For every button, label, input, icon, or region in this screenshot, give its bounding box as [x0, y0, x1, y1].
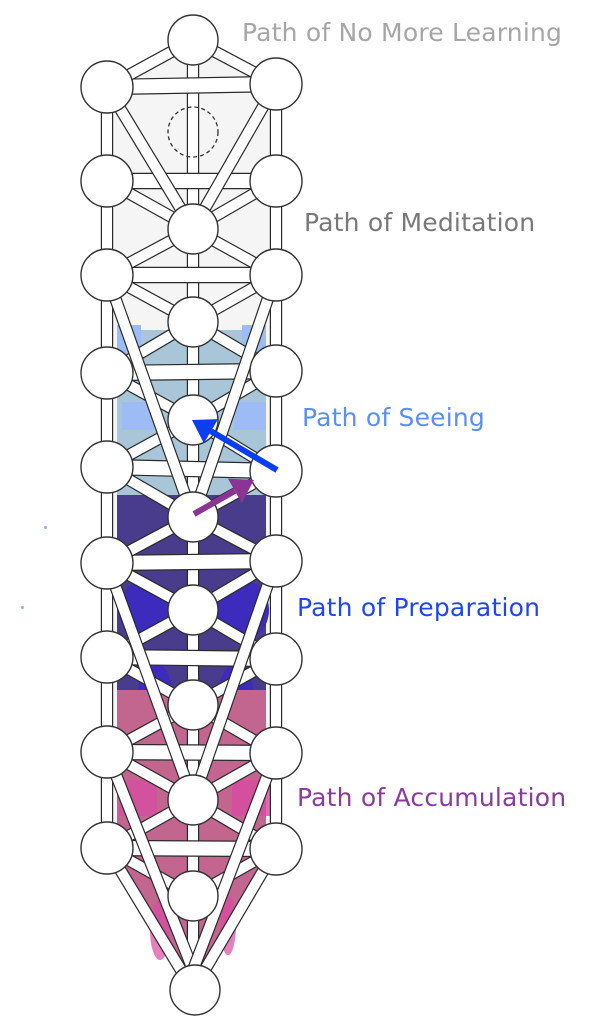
node-center	[167, 491, 219, 543]
channel	[106, 554, 277, 570]
channel	[188, 273, 281, 519]
node-right	[249, 632, 303, 686]
node-center	[167, 870, 219, 922]
channel	[106, 745, 277, 760]
label-path-of-no-more-learning: Path of No More Learning	[242, 18, 563, 47]
stray-dot	[21, 606, 24, 609]
channel	[106, 77, 277, 94]
channel	[102, 273, 198, 519]
arrow-shaft	[209, 428, 279, 473]
label-path-of-seeing: Path of Seeing	[302, 403, 486, 432]
node-left	[80, 725, 134, 779]
node-center	[167, 14, 219, 66]
node-center	[169, 964, 221, 1016]
stray-dot	[44, 526, 47, 529]
channel	[188, 559, 281, 802]
node-left	[80, 248, 134, 302]
node-left	[80, 60, 134, 114]
label-path-of-meditation: Path of Meditation	[304, 208, 536, 237]
channel	[106, 841, 277, 856]
channel	[188, 81, 281, 232]
channel	[102, 845, 198, 993]
channel	[106, 460, 277, 478]
node-right	[249, 822, 303, 876]
node-left	[80, 630, 134, 684]
hidden-node	[167, 106, 219, 158]
node-right	[249, 57, 303, 111]
node-left	[80, 440, 134, 494]
channel	[188, 846, 281, 993]
node-left	[80, 154, 134, 208]
arrow-head	[192, 419, 219, 444]
blue-arrow	[192, 419, 279, 473]
node-center	[167, 203, 219, 255]
channel	[188, 751, 281, 972]
channel	[102, 750, 198, 972]
node-center	[167, 296, 219, 348]
node-right	[249, 726, 303, 780]
node-left	[80, 536, 134, 590]
band-seeing-accent	[234, 402, 266, 430]
arrow-head	[227, 478, 254, 504]
node-right	[249, 344, 303, 398]
label-path-of-preparation: Path of Preparation	[297, 593, 541, 622]
label-path-of-accumulation: Path of Accumulation	[297, 783, 567, 812]
node-left	[80, 821, 134, 875]
nodes	[80, 14, 303, 1016]
node-right	[249, 248, 303, 302]
node-right	[249, 154, 303, 208]
channel	[102, 84, 198, 232]
node-center	[167, 774, 219, 826]
node-right	[249, 534, 303, 588]
purple-arrow	[192, 478, 254, 517]
node-left	[80, 346, 134, 400]
node-center	[167, 584, 219, 636]
arrows	[192, 419, 279, 517]
node-center	[167, 679, 219, 731]
channel	[102, 561, 198, 802]
arrow-shaft	[192, 488, 237, 517]
